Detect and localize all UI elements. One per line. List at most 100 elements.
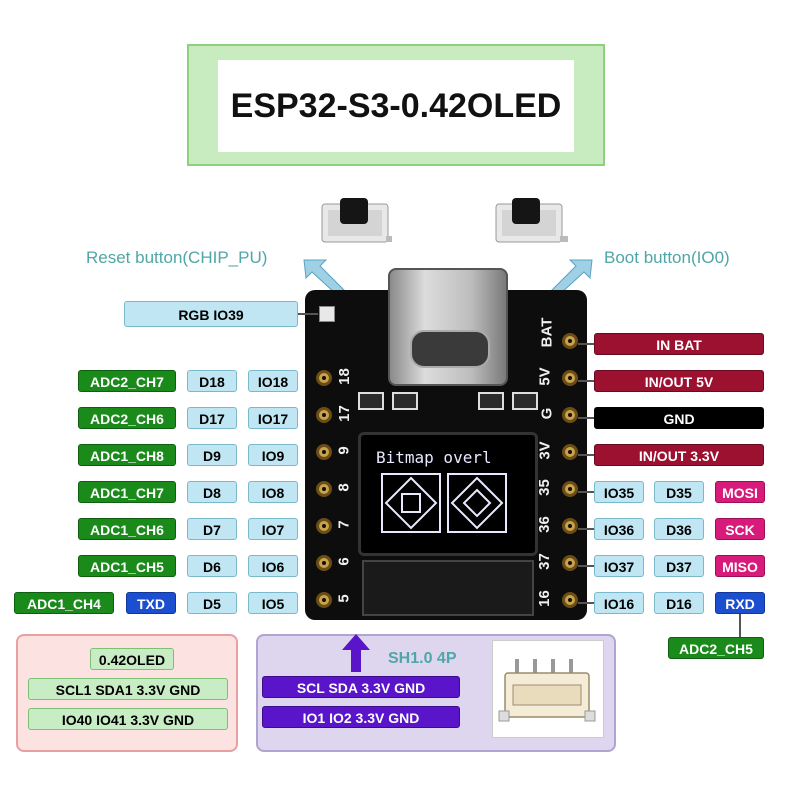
- digital-pin-label: D5: [187, 592, 237, 614]
- connector-line: [578, 343, 594, 345]
- pin-number: 37: [535, 553, 553, 570]
- adc-label: ADC2_CH7: [78, 370, 176, 392]
- spi-label: SCK: [715, 518, 765, 540]
- sh-connector-image: [492, 640, 604, 738]
- connector-line: [578, 565, 594, 567]
- io-pin-label: IO8: [248, 481, 298, 503]
- digital-pin-label: D36: [654, 518, 704, 540]
- pin-pad: [562, 518, 578, 534]
- txd-label: TXD: [126, 592, 176, 614]
- pin-number: 5: [335, 594, 353, 603]
- connector-title: SH1.0 4P: [388, 650, 457, 667]
- digital-pin-label: D6: [187, 555, 237, 577]
- oled-box-line: SCL1 SDA1 3.3V GND: [28, 678, 228, 700]
- tactile-switch-icon: [321, 198, 392, 243]
- io-pin-label: IO7: [248, 518, 298, 540]
- pin-number: 9: [335, 446, 353, 455]
- rgb-led: [319, 306, 335, 322]
- pin-pad: [562, 444, 578, 460]
- connector-line: [578, 602, 594, 604]
- pin-pad: [316, 518, 332, 534]
- power-label: IN/OUT 5V: [594, 370, 764, 392]
- pin-number: 7: [335, 520, 353, 529]
- adc-label: ADC1_CH8: [78, 444, 176, 466]
- power-label: GND: [594, 407, 764, 429]
- adc-label: ADC1_CH6: [78, 518, 176, 540]
- boot-button-label: Boot button(IO0): [604, 248, 730, 267]
- connector-line-label: IO1 IO2 3.3V GND: [262, 706, 460, 728]
- digital-pin-label: D7: [187, 518, 237, 540]
- adc-label: ADC1_CH5: [78, 555, 176, 577]
- pin-number: G: [538, 407, 556, 420]
- digital-pin-label: D17: [187, 407, 237, 429]
- io-pin-label: IO6: [248, 555, 298, 577]
- digital-pin-label: D37: [654, 555, 704, 577]
- reset-button-label: Reset button(CHIP_PU): [86, 248, 268, 267]
- connector-line: [578, 454, 594, 456]
- power-label: IN BAT: [594, 333, 764, 355]
- pin-number: 3V: [536, 441, 554, 460]
- pin-number: 6: [335, 557, 353, 566]
- pin-number: 36: [535, 516, 553, 533]
- boot-button-image: [492, 196, 572, 250]
- pin-pad: [562, 481, 578, 497]
- connector-line: [578, 417, 594, 419]
- pin-pad: [562, 370, 578, 386]
- connector-line: [578, 528, 594, 530]
- usb-c-connector: [388, 268, 508, 386]
- io-pin-label: IO35: [594, 481, 644, 503]
- oled-box-title: 0.42OLED: [90, 648, 174, 670]
- digital-pin-label: D8: [187, 481, 237, 503]
- power-label: IN/OUT 3.3V: [594, 444, 764, 466]
- digital-pin-label: D9: [187, 444, 237, 466]
- spi-label: MISO: [715, 555, 765, 577]
- arrow-up-icon: [342, 634, 370, 672]
- io-pin-label: IO9: [248, 444, 298, 466]
- pin-number: 16: [535, 590, 553, 607]
- pin-number: 17: [335, 405, 353, 422]
- pin-number: 35: [535, 479, 553, 496]
- tactile-switch-icon: [495, 198, 568, 243]
- bitmap-icon: [447, 473, 507, 533]
- smd-component: [392, 392, 418, 410]
- io-pin-label: IO5: [248, 592, 298, 614]
- reset-button-image: [318, 196, 392, 248]
- connector-line-label: SCL SDA 3.3V GND: [262, 676, 460, 698]
- io-pin-label: IO18: [248, 370, 298, 392]
- io-pin-label: IO17: [248, 407, 298, 429]
- connector-line: [739, 614, 741, 638]
- pin-pad: [316, 555, 332, 571]
- pin-pad: [316, 370, 332, 386]
- pin-pad: [562, 333, 578, 349]
- page-title: ESP32-S3-0.42OLED: [230, 87, 562, 125]
- adc-label: ADC2_CH5: [668, 637, 764, 659]
- pin-pad: [562, 407, 578, 423]
- pin-number: 18: [335, 368, 353, 385]
- connector-line: [578, 380, 594, 382]
- connector-line: [578, 491, 594, 493]
- pin-pad: [562, 592, 578, 608]
- connector-icon: [498, 659, 596, 722]
- oled-text: Bitmap overl: [376, 448, 492, 467]
- rgb-label: RGB IO39: [124, 301, 298, 327]
- bitmap-icon: [381, 473, 441, 533]
- pin-pad: [316, 407, 332, 423]
- io-pin-label: IO16: [594, 592, 644, 614]
- connector-line: [298, 313, 318, 315]
- spi-label: MOSI: [715, 481, 765, 503]
- smd-component: [512, 392, 538, 410]
- adc-label: ADC2_CH6: [78, 407, 176, 429]
- rxd-label: RXD: [715, 592, 765, 614]
- pin-pad: [316, 444, 332, 460]
- io-pin-label: IO37: [594, 555, 644, 577]
- pin-pad: [562, 555, 578, 571]
- digital-pin-label: D18: [187, 370, 237, 392]
- adc-label: ADC1_CH4: [14, 592, 114, 614]
- pin-number: 5V: [536, 367, 554, 386]
- adc-label: ADC1_CH7: [78, 481, 176, 503]
- pin-pad: [316, 592, 332, 608]
- oled-box-line: IO40 IO41 3.3V GND: [28, 708, 228, 730]
- oled-ribbon: [362, 560, 534, 616]
- io-pin-label: IO36: [594, 518, 644, 540]
- title-inner: [218, 60, 574, 152]
